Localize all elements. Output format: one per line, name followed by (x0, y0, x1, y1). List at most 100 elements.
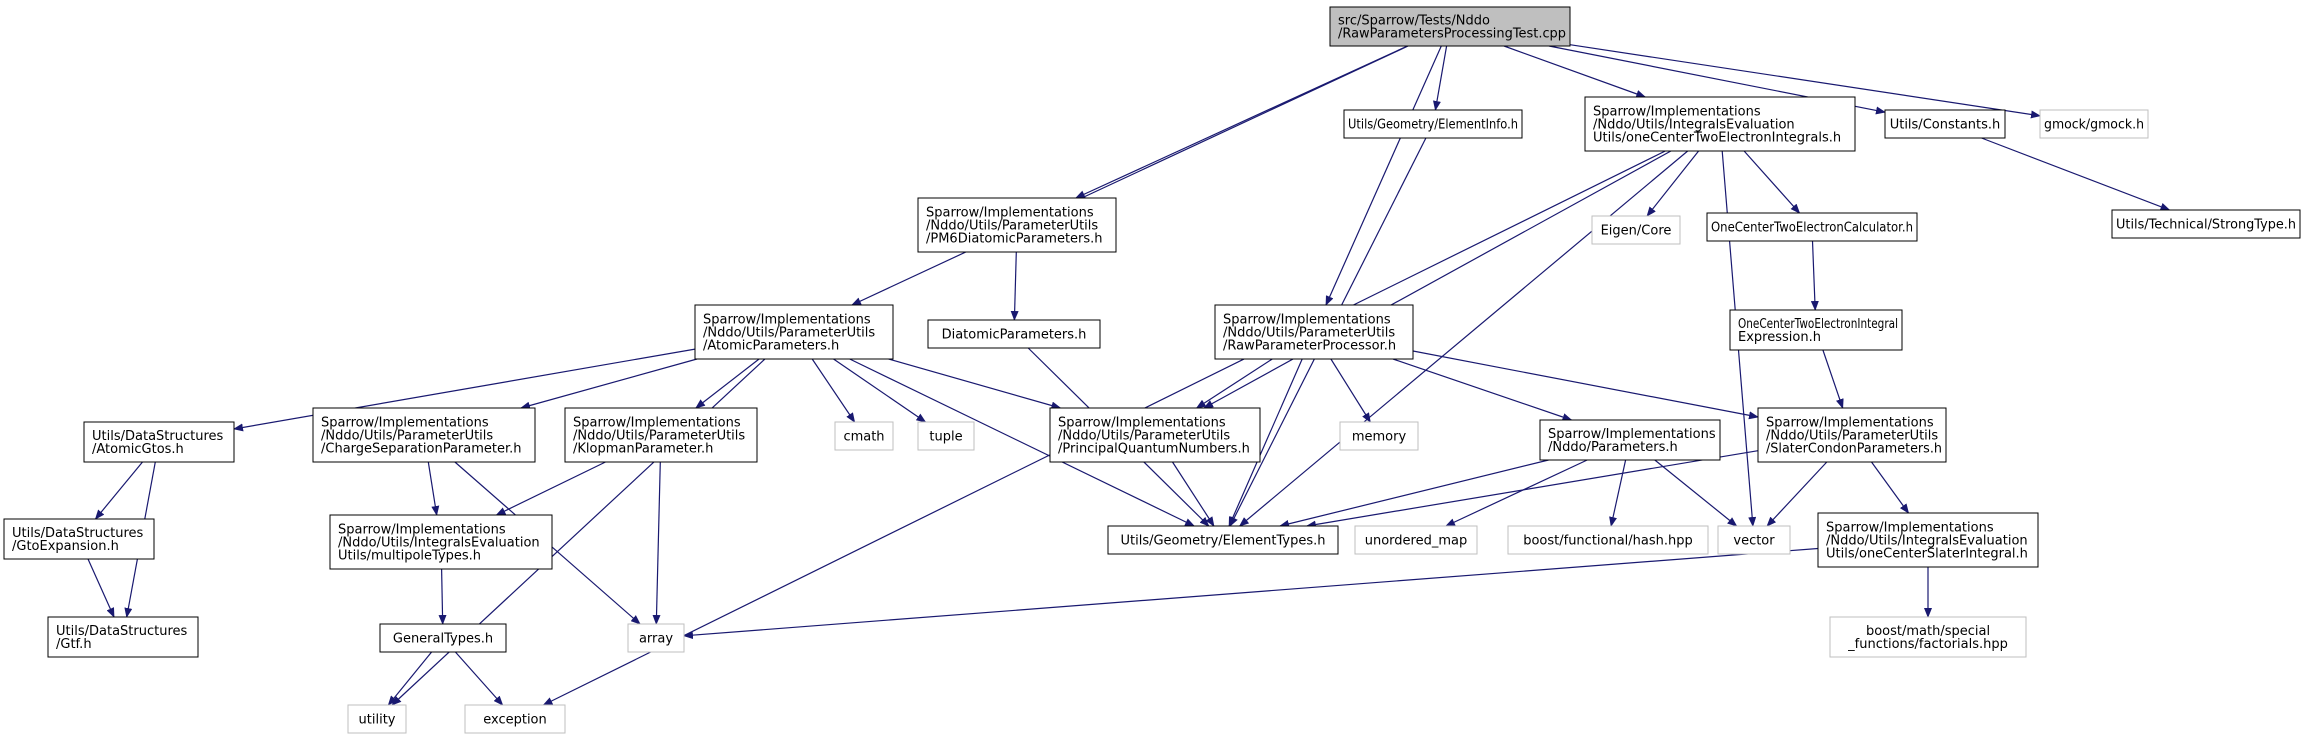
edge-slatercondon-to-vector (1766, 461, 1828, 527)
node-label-line: Sparrow/Implementations (703, 313, 871, 328)
node-label-line: utility (359, 713, 396, 728)
edge-nddoparams-to-unorderedmap (1445, 459, 1588, 527)
node-label-line: /Nddo/Utils/ParameterUtils (321, 429, 493, 444)
node-label-line: /KlopmanParameter.h (573, 442, 713, 457)
node-label-line: /ChargeSeparationParameter.h (321, 442, 522, 457)
node-label-line: cmath (843, 430, 884, 445)
node-label-line: tuple (929, 430, 962, 445)
node-label-line: /AtomicParameters.h (703, 339, 839, 354)
node-label-line: /Nddo/Utils/ParameterUtils (1058, 429, 1230, 444)
node-label-line: Utils/Geometry/ElementTypes.h (1120, 534, 1325, 549)
node-label-line: unordered_map (1365, 534, 1468, 549)
node-label-line: Sparrow/Implementations (338, 523, 506, 538)
node-box (1507, 525, 1709, 555)
node-label-line: Utils/DataStructures (92, 429, 224, 444)
node-box (834, 421, 894, 451)
edge-slatercondon-to-elementtypes (1305, 450, 1759, 529)
node-label-line: array (639, 632, 673, 647)
node-strongtype[interactable]: Utils/Technical/StrongType.h (2111, 209, 2301, 239)
node-tuple: tuple (917, 421, 975, 451)
edge-atomicparams-to-elementtypes (849, 358, 1195, 527)
node-box (927, 319, 1101, 349)
node-box (1329, 6, 1571, 47)
node-onecenter2ecalc[interactable]: OneCenterTwoElectronCalculator.h (1706, 212, 1918, 242)
node-label-line: /RawParametersProcessingTest.cpp (1338, 27, 1566, 42)
edge-principalqn-to-elementtypes (1171, 461, 1215, 527)
node-klopman[interactable]: Sparrow/Implementations/Nddo/Utils/Param… (564, 407, 758, 463)
edge-onecenter2ecalc-to-onecenter2eexpr (1810, 240, 1819, 311)
node-label-line: /Nddo/Parameters.h (1548, 440, 1678, 455)
node-rawparamproc[interactable]: Sparrow/Implementations/Nddo/Utils/Param… (1214, 304, 1414, 360)
edge-atomicparams-to-cmath (811, 358, 856, 423)
node-atomicparams[interactable]: Sparrow/Implementations/Nddo/Utils/Param… (694, 304, 894, 360)
node-slatercondon[interactable]: Sparrow/Implementations/Nddo/Utils/Param… (1757, 407, 1947, 463)
edge-onecenter2e-to-principalqn (1203, 150, 1672, 409)
nodes-layer: src/Sparrow/Tests/Nddo/RawParametersProc… (3, 6, 2301, 734)
node-onecenterslater[interactable]: Sparrow/Implementations/Nddo/Utils/Integ… (1817, 512, 2039, 568)
node-constants[interactable]: Utils/Constants.h (1884, 109, 2006, 139)
node-elementinfo[interactable]: Utils/Geometry/ElementInfo.h (1343, 109, 1523, 139)
node-label-line: Utils/Geometry/ElementInfo.h (1348, 118, 1518, 133)
node-label-line: boost/functional/hash.hpp (1523, 534, 1693, 549)
edge-root-to-atomicparams (851, 45, 1409, 306)
node-box (1214, 304, 1414, 360)
node-principalqn[interactable]: Sparrow/Implementations/Nddo/Utils/Param… (1049, 407, 1261, 463)
node-nddoparams[interactable]: Sparrow/Implementations/Nddo/Parameters.… (1539, 419, 1721, 461)
node-multipoletypes[interactable]: Sparrow/Implementations/Nddo/Utils/Integ… (329, 514, 553, 570)
node-label-line: Sparrow/Implementations (1058, 416, 1226, 431)
node-label-line: Sparrow/Implementations (1548, 427, 1716, 442)
edge-atomicparams-to-chargesep (520, 358, 698, 410)
node-label-line: boost/math/special (1866, 624, 1990, 639)
node-gtf[interactable]: Utils/DataStructures/Gtf.h (47, 616, 199, 658)
node-onecenter2e[interactable]: Sparrow/Implementations/Nddo/Utils/Integ… (1584, 96, 1856, 152)
node-label-line: Utils/multipoleTypes.h (338, 549, 481, 564)
edge-rawparamproc-to-slatercondon (1412, 350, 1759, 420)
node-label-line: /Gtf.h (56, 637, 92, 652)
node-label-line: Sparrow/Implementations (321, 416, 489, 431)
node-cmath: cmath (834, 421, 894, 451)
edge-gtoexpansion-to-gtf (87, 558, 115, 618)
node-unorderedmap: unordered_map (1354, 525, 1478, 555)
node-gtoexpansion[interactable]: Utils/DataStructures/GtoExpansion.h (3, 518, 155, 560)
node-elementtypes[interactable]: Utils/Geometry/ElementTypes.h (1107, 525, 1339, 555)
node-label-line: memory (1352, 430, 1407, 445)
node-label-line: _functions/factorials.hpp (1847, 637, 2008, 652)
node-label-line: /GtoExpansion.h (12, 539, 119, 554)
node-label-line: /Nddo/Utils/IntegralsEvaluation (338, 536, 540, 551)
edge-generaltypes-to-utility (387, 651, 433, 706)
node-box (1049, 407, 1261, 463)
node-box (2111, 209, 2301, 239)
edge-rawparamproc-to-nddoparams (1392, 358, 1573, 421)
edge-rawparamproc-to-elementtypes (1228, 358, 1303, 527)
node-atomicgtos[interactable]: Utils/DataStructures/AtomicGtos.h (83, 421, 235, 463)
node-exception: exception (464, 704, 566, 734)
edges-layer (87, 44, 2171, 706)
node-hashhpp: boost/functional/hash.hpp (1507, 525, 1709, 555)
node-box (1884, 109, 2006, 139)
edge-klopman-to-array (652, 461, 661, 625)
node-generaltypes[interactable]: GeneralTypes.h (379, 623, 507, 653)
node-box (47, 616, 199, 658)
node-box (464, 704, 566, 734)
edge-pm6diatomic-to-diatomicparams (1010, 251, 1019, 321)
edge-root-to-onecenter2e (1503, 45, 1647, 98)
node-diatomicparams[interactable]: DiatomicParameters.h (927, 319, 1101, 349)
edge-onecenterslater-to-array (683, 547, 1819, 640)
node-root[interactable]: src/Sparrow/Tests/Nddo/RawParametersProc… (1329, 6, 1571, 47)
node-pm6diatomic[interactable]: Sparrow/Implementations/Nddo/Utils/Param… (917, 197, 1117, 253)
edge-atomicparams-to-atomicgtos (233, 348, 696, 432)
node-box (379, 623, 507, 653)
node-label-line: Utils/DataStructures (12, 526, 144, 541)
edge-chargesep-to-multipoletypes (427, 461, 440, 516)
node-label-line: Utils/oneCenterTwoElectronIntegrals.h (1593, 131, 1841, 146)
edge-atomicgtos-to-gtoexpansion (94, 461, 143, 520)
node-box (1757, 407, 1947, 463)
edge-atomicparams-to-principalqn (888, 358, 1062, 410)
node-chargesep[interactable]: Sparrow/Implementations/Nddo/Utils/Param… (312, 407, 536, 463)
node-label-line: /PM6DiatomicParameters.h (926, 232, 1103, 247)
node-box (917, 421, 975, 451)
node-eigencore: Eigen/Core (1591, 215, 1681, 245)
edge-root-to-elementinfo (1433, 45, 1448, 111)
